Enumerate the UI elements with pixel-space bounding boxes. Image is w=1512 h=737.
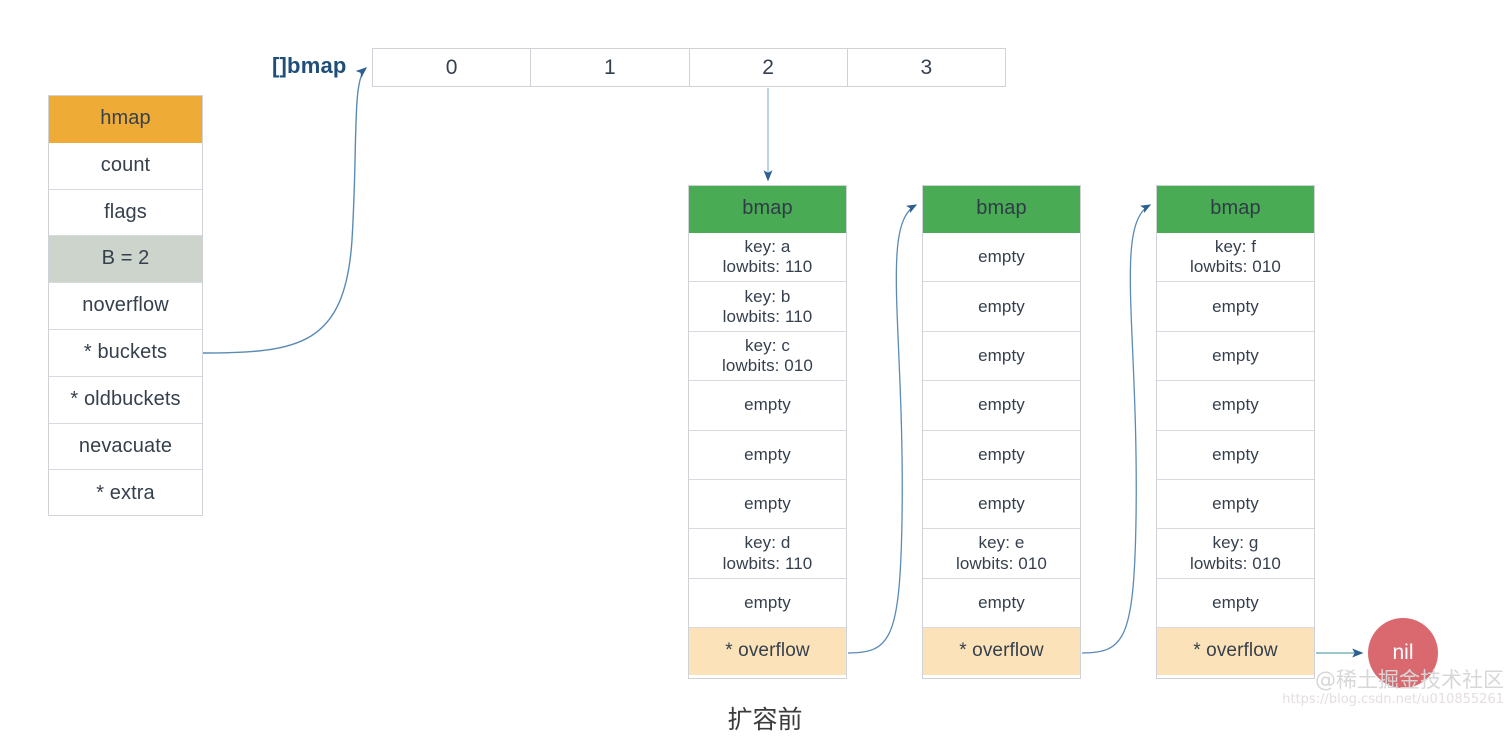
- bmap-slot: empty: [923, 480, 1080, 530]
- hmap-struct: hmap count flags B = 2 noverflow * bucke…: [48, 95, 203, 516]
- hmap-title: hmap: [49, 96, 202, 143]
- bmap-slot: empty: [923, 431, 1080, 480]
- bmap-slot: key: e lowbits: 010: [923, 529, 1080, 579]
- bmap-title: bmap: [1157, 186, 1314, 233]
- hmap-field-buckets: * buckets: [49, 330, 202, 377]
- bmap-slot: empty: [923, 332, 1080, 382]
- bmap-slot: empty: [1157, 332, 1314, 382]
- bucket-array-slot-0: 0: [373, 49, 532, 86]
- hmap-field-extra: * extra: [96, 481, 155, 504]
- bmap-slot: key: f lowbits: 010: [1157, 233, 1314, 283]
- bmap-slot: empty: [689, 579, 846, 629]
- bmap-slot: empty: [923, 233, 1080, 283]
- bmap-title: bmap: [923, 186, 1080, 233]
- bmap-slot: empty: [1157, 431, 1314, 480]
- hmap-field-count: count: [49, 143, 202, 190]
- bmap-overflow-pointer: * overflow: [1157, 628, 1314, 676]
- bmap-slot: key: d lowbits: 110: [689, 529, 846, 579]
- bmap-slot: key: b lowbits: 110: [689, 282, 846, 332]
- nil-node: nil: [1368, 618, 1438, 688]
- connector-overflow1-to-bucket2: [1081, 204, 1152, 654]
- diagram-caption: 扩容前: [727, 705, 803, 734]
- hmap-field-b: B = 2: [49, 236, 202, 284]
- bmap-slot: empty: [1157, 579, 1314, 629]
- bmap-slot: empty: [923, 381, 1080, 431]
- bucket-array-slot-3: 3: [920, 55, 933, 79]
- hmap-field-oldbuckets: * oldbuckets: [49, 377, 202, 424]
- bucket-array-slot-2: 2: [690, 49, 848, 86]
- bmap-slot: key: c lowbits: 010: [689, 332, 846, 382]
- connector-overflow0-to-bucket1: [847, 204, 918, 654]
- bmap-slot: empty: [1157, 480, 1314, 530]
- bmap-slot: empty: [923, 579, 1080, 629]
- bucket-array-slot-1: 1: [531, 49, 690, 86]
- hmap-field-nevacuate: nevacuate: [49, 424, 202, 471]
- connector-buckets-to-array: [202, 67, 368, 354]
- bmap-slot: empty: [1157, 381, 1314, 431]
- bmap-overflow-pointer: * overflow: [923, 628, 1080, 676]
- bucket-array: 0 1 2 3: [372, 48, 1006, 87]
- bmap-slot: empty: [689, 431, 846, 480]
- bmap-slot: empty: [1157, 282, 1314, 332]
- bmap-title: bmap: [689, 186, 846, 233]
- bmap-overflow-pointer: * overflow: [689, 628, 846, 676]
- bmap-slot: key: a lowbits: 110: [689, 233, 846, 283]
- bmap-slot: key: g lowbits: 010: [1157, 529, 1314, 579]
- bmap-slot: empty: [689, 480, 846, 530]
- bmap-bucket-1: bmap empty empty empty empty empty empty…: [922, 185, 1081, 679]
- bmap-slot: empty: [923, 282, 1080, 332]
- hmap-field-noverflow: noverflow: [49, 283, 202, 330]
- bmap-bucket-0: bmap key: a lowbits: 110 key: b lowbits:…: [688, 185, 847, 679]
- bucket-array-label: []bmap: [272, 53, 347, 78]
- bmap-bucket-2: bmap key: f lowbits: 010 empty empty emp…: [1156, 185, 1315, 679]
- watermark-url: https://blog.csdn.net/u010855261: [1282, 692, 1504, 707]
- hmap-field-flags: flags: [49, 190, 202, 237]
- bmap-slot: empty: [689, 381, 846, 431]
